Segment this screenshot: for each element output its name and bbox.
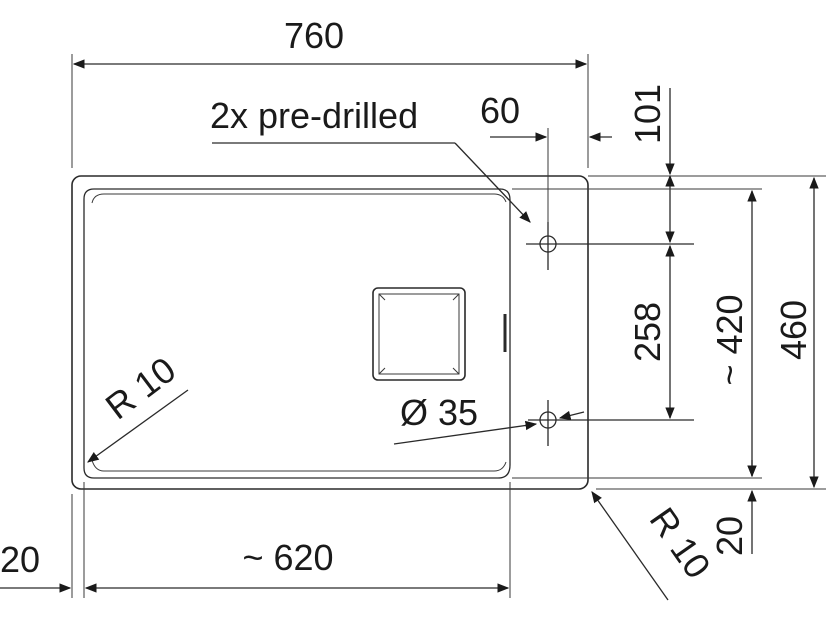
bowl-outline	[83, 188, 511, 479]
hole-bottom	[528, 400, 694, 446]
hole-top	[526, 222, 694, 270]
label-r10-left: R 10	[98, 349, 183, 428]
sink-outline	[71, 175, 589, 490]
label-60: 60	[480, 90, 520, 131]
label-r10-right: R 10	[642, 500, 719, 586]
label-420: ~ 420	[709, 294, 750, 385]
radius-leader-right	[591, 491, 669, 601]
radius-leader-left	[87, 389, 189, 463]
bowl-rim-bottom	[91, 459, 507, 472]
label-20-left: 20	[0, 539, 40, 580]
label-258: 258	[627, 302, 668, 362]
label-460: 460	[773, 300, 814, 360]
drain-outer	[372, 287, 466, 381]
drain-inner	[378, 293, 460, 375]
bowl-rim-top	[91, 193, 507, 204]
drain-corner-marks	[378, 293, 460, 375]
label-760: 760	[284, 15, 344, 56]
label-hole-35: Ø 35	[400, 392, 478, 433]
hole-35-leader	[393, 420, 538, 445]
label-pre-drilled: 2x pre-drilled	[210, 95, 418, 136]
label-101: 101	[627, 84, 668, 144]
label-20-bottom: 20	[709, 516, 750, 556]
label-620: ~ 620	[242, 537, 333, 578]
